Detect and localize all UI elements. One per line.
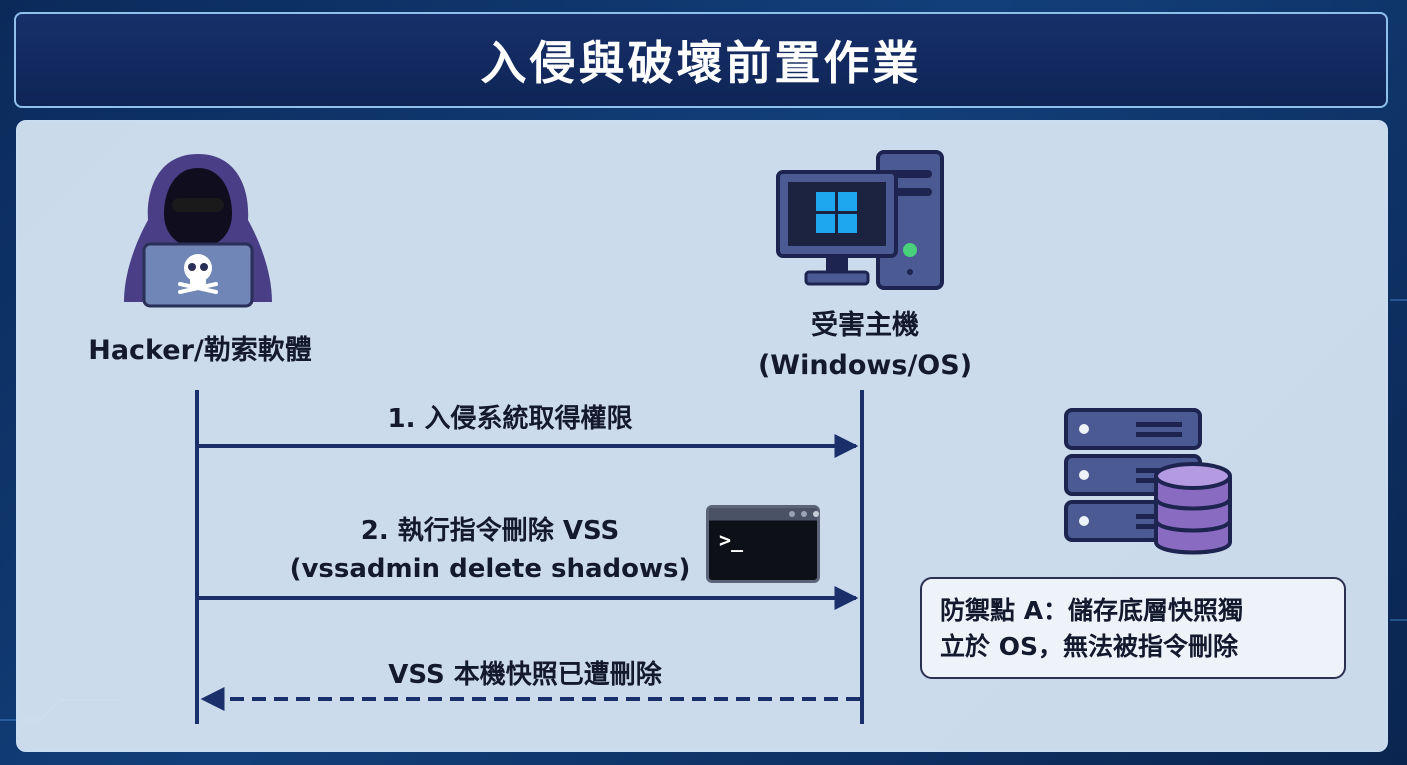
message-label-1: 1. 入侵系統取得權限 (387, 404, 633, 434)
skull-icon (178, 254, 218, 294)
defense-line2: 立於 OS，無法被指令刪除 (940, 632, 1238, 661)
terminal-prompt: >_ (719, 528, 744, 552)
victim-label-line1: 受害主機 (811, 310, 919, 341)
terminal-dot (813, 511, 819, 517)
database-icon (1154, 462, 1232, 555)
message-label-3: VSS 本機快照已遭刪除 (388, 660, 662, 690)
message-label-2: 2. 執行指令刪除 VSS (vssadmin delete shadows) (260, 512, 720, 588)
message-label-2-line1: 2. 執行指令刪除 VSS (360, 516, 620, 546)
terminal-icon: >_ (706, 505, 820, 583)
defense-callout: 防禦點 A：儲存底層快照獨 立於 OS，無法被指令刪除 (920, 577, 1346, 679)
title-bar: 入侵與破壞前置作業 (14, 12, 1388, 108)
terminal-dot (789, 511, 795, 517)
hacker-label: Hacker/勒索軟體 (88, 335, 312, 366)
server-rack-icon (1064, 408, 1232, 555)
windows-logo-icon (816, 192, 857, 233)
victim-label: 受害主機 (Windows/OS) (730, 306, 1000, 386)
terminal-dot (801, 511, 807, 517)
victim-label-line2: (Windows/OS) (757, 350, 973, 381)
hacker-icon (124, 154, 272, 308)
defense-line1: 防禦點 A：儲存底層快照獨 (940, 596, 1244, 625)
message-label-2-line2: (vssadmin delete shadows) (289, 554, 691, 584)
page-title: 入侵與破壞前置作業 (480, 36, 922, 90)
desktop-computer-icon (776, 150, 944, 290)
